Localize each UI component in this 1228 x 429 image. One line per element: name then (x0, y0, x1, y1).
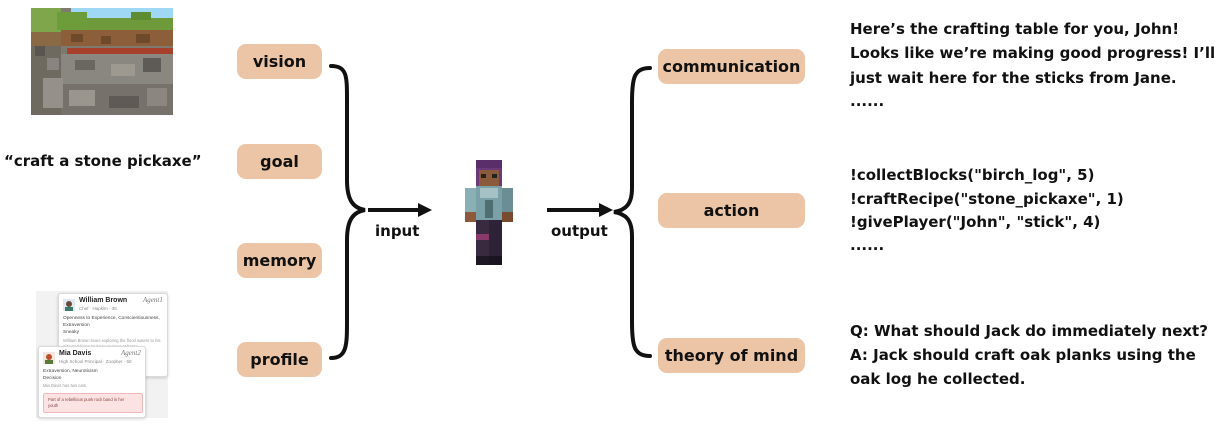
output-box-action: action (658, 193, 805, 228)
card-muted-line: Mia Davis has two cats. (43, 383, 87, 388)
tom-answer-line: A: Jack should craft oak planks using th… (850, 346, 1196, 364)
action-line: !givePlayer("John", "stick", 4) (850, 213, 1101, 231)
input-label: input (375, 222, 420, 240)
output-label: output (551, 222, 608, 240)
action-line: !craftRecipe("stone_pickaxe", 1) (850, 190, 1124, 208)
tom-answer-line: oak log he collected. (850, 370, 1026, 388)
avatar (63, 298, 75, 311)
input-box-memory: memory (237, 243, 322, 278)
profile-card-agent2: Mia Davis High School Principal · Zoophe… (38, 346, 146, 418)
input-brace (329, 64, 366, 360)
card-line: Openness to Experience, Conscientiousnes… (63, 316, 160, 321)
card-line: Extraversion, Neuroticism (43, 369, 98, 374)
input-box-profile: profile (237, 342, 322, 377)
card-name: William Brown (79, 297, 128, 304)
input-box-vision: vision (237, 44, 322, 79)
profile-cards-image: William Brown Chef · Hapkim · 35 Agent1 … (36, 291, 168, 418)
agent-figure (463, 160, 515, 265)
action-ellipsis: ...... (850, 236, 885, 254)
communication-ellipsis: ...... (850, 92, 885, 110)
output-box-communication: communication (658, 49, 805, 84)
card-line: Sneaky (63, 330, 79, 335)
input-arrow (368, 203, 432, 217)
action-line: !collectBlocks("birch_log", 5) (850, 166, 1095, 184)
goal-text: “craft a stone pickaxe” (4, 152, 202, 170)
card-line: Extraversion (63, 323, 90, 328)
secret-box: Part of a rebellious punk rock band in h… (43, 393, 143, 413)
card-muted-line: William Brown loves exploring the flood … (63, 338, 161, 343)
input-box-goal: goal (237, 144, 322, 179)
communication-line: just wait here for the sticks from Jane. (850, 69, 1177, 87)
avatar (43, 351, 55, 364)
vision-screenshot (31, 8, 173, 115)
output-arrow (547, 203, 613, 217)
card-line: Decision (43, 376, 62, 381)
communication-line: Here’s the crafting table for you, John! (850, 20, 1180, 38)
card-agent-label: Agent2 (121, 349, 141, 357)
card-subtitle: Chef · Hapkim · 35 (79, 306, 117, 311)
communication-line: Looks like we’re making good progress! I… (850, 44, 1216, 62)
secret-line: Part of a rebellious punk rock band in h… (48, 397, 125, 402)
card-name: Mia Davis (59, 350, 92, 357)
output-box-theory-of-mind: theory of mind (658, 338, 805, 373)
card-agent-label: Agent1 (143, 296, 163, 304)
tom-question: Q: What should Jack do immediately next? (850, 322, 1208, 340)
secret-line: youth (48, 403, 59, 408)
card-subtitle: High School Principal · Zoopher · 50 (59, 359, 132, 364)
output-brace (613, 66, 652, 358)
